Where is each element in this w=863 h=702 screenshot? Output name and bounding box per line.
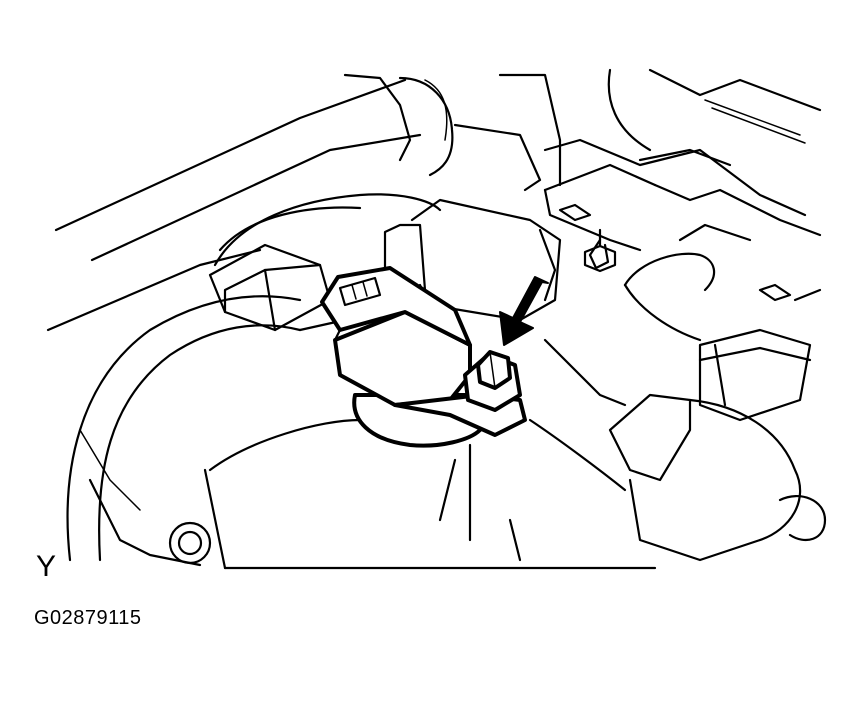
arrow-down-left-icon: [499, 276, 549, 346]
figure-code-label: G02879115: [34, 607, 142, 629]
cover-bolt: [583, 228, 617, 273]
view-letter-label: Y: [36, 550, 57, 583]
harness-box: [543, 68, 822, 302]
upper-hose: [54, 73, 562, 262]
sensor-assembly: [320, 266, 527, 448]
left-housing: [46, 248, 302, 567]
valve-cover: [203, 318, 657, 570]
right-coil: [608, 393, 827, 562]
right-connector: [623, 252, 822, 422]
